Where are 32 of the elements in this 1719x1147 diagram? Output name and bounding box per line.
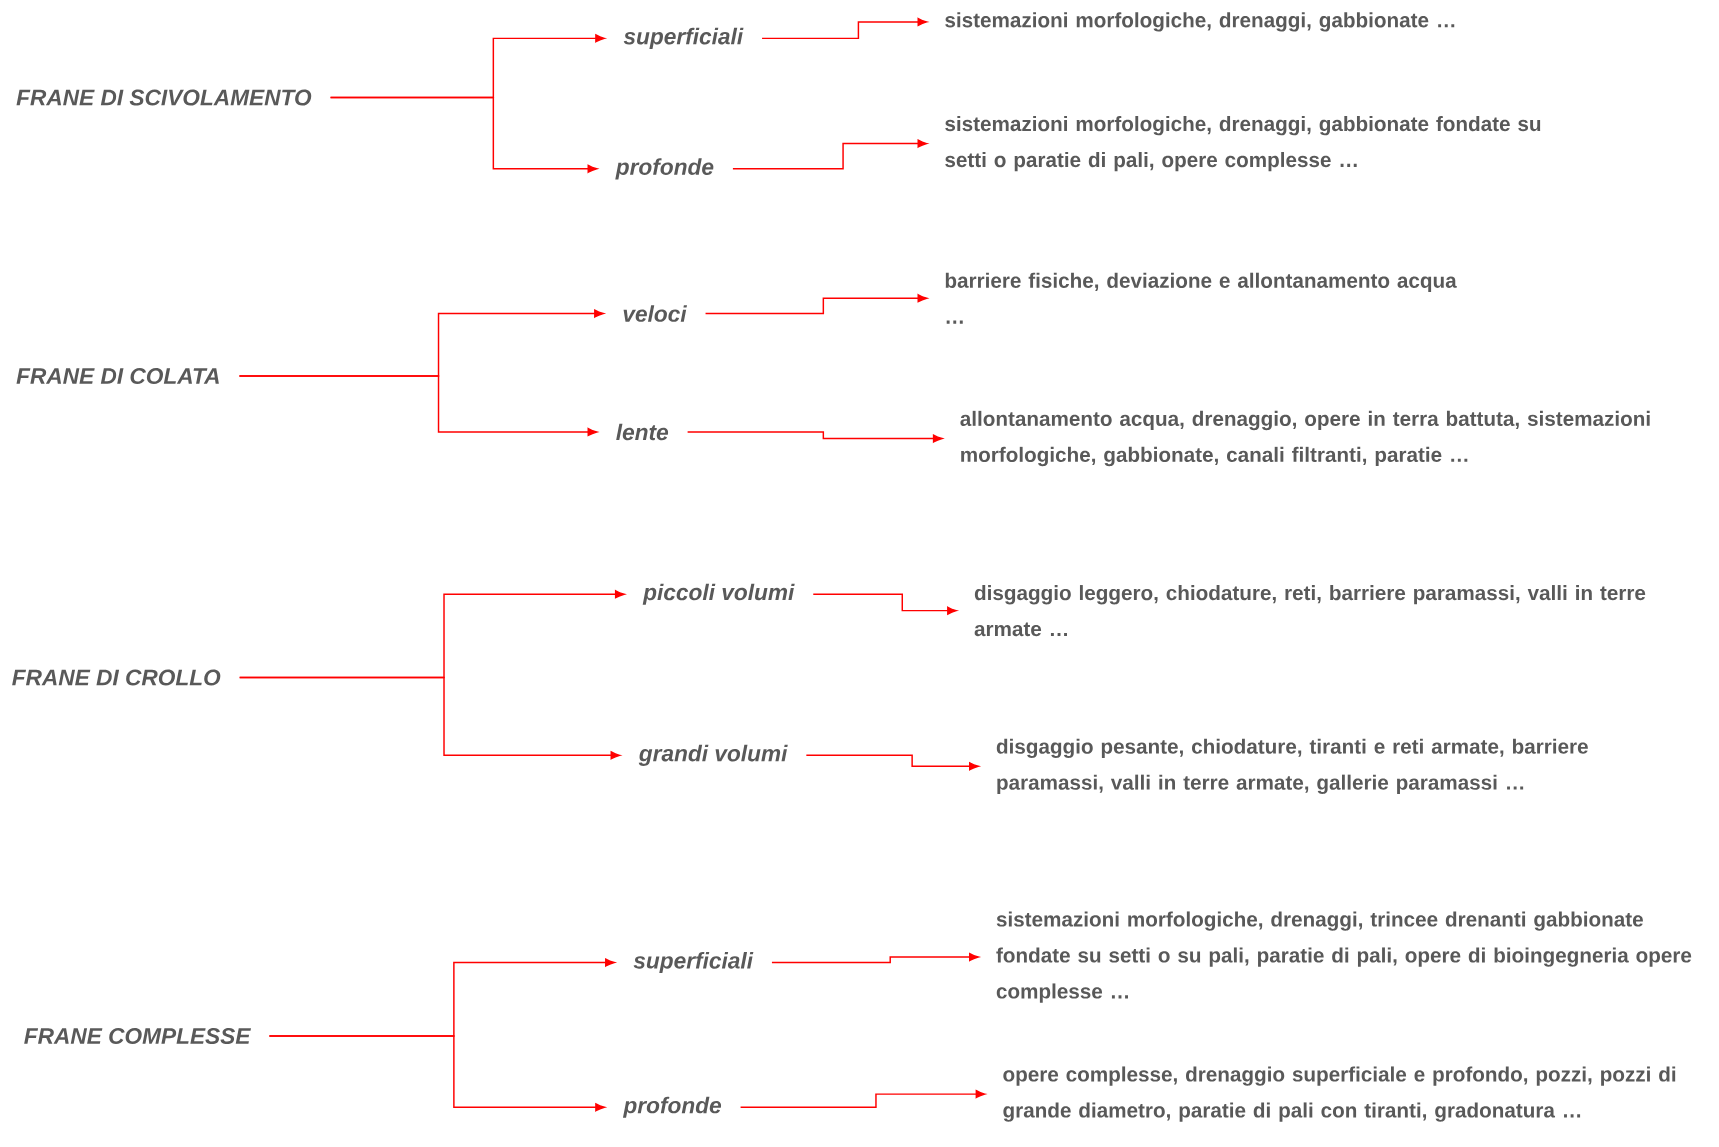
- description-text: sistemazioni morfologiche, drenaggi, trincee drenanti gabbionate fondate su setti o su pali, paratie di pali, opere di bioingegneria opere complesse …: [996, 911, 1692, 1003]
- arrow: [771, 952, 979, 964]
- description-text: sistemazioni morfologiche, drenaggi, gabbionate fondate su setti o paratie di pali, opere complesse …: [945, 116, 1541, 172]
- arrow: [704, 294, 928, 315]
- category-label: FRANE DI SCIVOLAMENTO: [16, 89, 312, 106]
- arrow: [805, 754, 979, 771]
- description-text: disgaggio leggero, chiodature, reti, barriere paramassi, valli in terre armate …: [974, 585, 1646, 637]
- subcategory-label: profonde: [622, 1096, 722, 1118]
- description-text: barriere fisiche, deviazione e allontanamento acqua …: [945, 272, 1457, 324]
- arrow: [812, 593, 957, 615]
- description-text: opere complesse, drenaggio superficiale e profondo, pozzi, pozzi di grande diametro, paratie di pali con tiranti, gradonatura …: [1003, 1066, 1676, 1122]
- category-label: FRANE DI COLATA: [16, 368, 219, 385]
- subcategory-label: grandi volumi: [638, 744, 788, 766]
- arrow: [268, 1035, 605, 1112]
- subcategory-label: superficiali: [623, 27, 744, 49]
- arrow: [761, 17, 928, 40]
- category-label: FRANE DI CROLLO: [12, 669, 221, 686]
- description-text: sistemazioni morfologiche, drenaggi, gabbionate …: [945, 12, 1455, 32]
- subcategory-label: superficiali: [633, 952, 754, 974]
- description-text: disgaggio pesante, chiodature, tiranti e reti armate, barriere paramassi, valli in terre armate, gallerie paramassi …: [996, 738, 1588, 794]
- subcategory-label: piccoli volumi: [642, 583, 795, 605]
- description-text: allontanamento acqua, drenaggio, opere in terra battuta, sistemazioni morfologiche, gabbionate, canali filtranti, paratie …: [960, 410, 1650, 467]
- arrow: [732, 139, 928, 170]
- arrow: [739, 1090, 986, 1108]
- subcategory-label: veloci: [623, 305, 687, 322]
- arrow: [238, 375, 598, 437]
- arrow: [686, 431, 943, 443]
- category-label: FRANE COMPLESSE: [24, 1027, 251, 1045]
- subcategory-label: lente: [616, 423, 669, 441]
- arrow: [238, 676, 621, 760]
- arrow: [329, 96, 598, 173]
- subcategory-label: profonde: [615, 158, 714, 180]
